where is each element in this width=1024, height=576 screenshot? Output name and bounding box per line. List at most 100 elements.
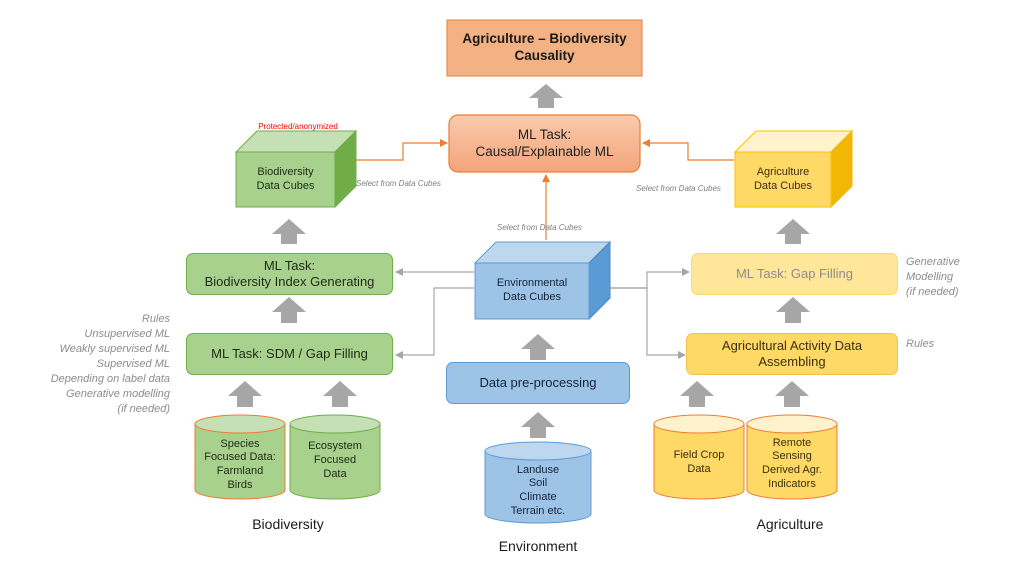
sdm-task-label: ML Task: SDM / Gap Filling [211, 346, 368, 362]
cylinder-species [194, 414, 286, 500]
environment-connectors [395, 268, 690, 359]
connector-env-to-sdm [395, 287, 474, 359]
cylinder-remote-sensing-label: Remote Sensing Derived Agr. Indicators [747, 433, 837, 495]
connector-biodiversity-to-causal [355, 139, 448, 161]
cyl-line: Focused [313, 454, 357, 467]
cylinder-field-crop-label: Field Crop Data [654, 437, 744, 489]
select-label-left: Select from Data Cubes [356, 179, 441, 188]
assembling-line1: Agricultural Activity Data [721, 338, 863, 354]
environmental-cube [473, 240, 612, 321]
assembling-line2: Assembling [758, 354, 826, 369]
environmental-cube-line1: Environmental [496, 277, 568, 290]
cylinder-environment [484, 441, 592, 524]
cyl-line: Landuse [516, 463, 560, 476]
causal-task-label: ML Task: Causal/Explainable ML [449, 115, 640, 172]
right-note-line: Modelling [906, 271, 954, 283]
biodiversity-index-line2: Biodiversity Index Generating [204, 274, 375, 289]
biodiversity-cube-label: Biodiversity Data Cubes [236, 152, 335, 207]
right-note-rules: Rules [906, 338, 935, 350]
up-arrow [529, 84, 563, 108]
cyl-line: Data [323, 467, 347, 480]
left-note: Rules [141, 313, 170, 325]
agriculture-cube-label: Agriculture Data Cubes [735, 152, 831, 207]
agriculture-cube-line1: Agriculture [756, 165, 810, 178]
cylinder-environment-label: Landuse Soil Climate Terrain etc. [485, 461, 591, 521]
causal-task-box [448, 114, 641, 173]
gap-filling-task-label: ML Task: Gap Filling [735, 266, 854, 282]
cyl-line: Species [220, 437, 260, 450]
biodiversity-cube [234, 129, 358, 209]
caption-biodiversity: Biodiversity [252, 516, 324, 532]
environmental-cube-line2: Data Cubes [502, 291, 562, 303]
cyl-line: Terrain etc. [510, 504, 566, 517]
connector-agriculture-to-causal [642, 139, 734, 161]
left-note: Supervised ML [96, 358, 170, 370]
cylinder-ecosystem [289, 414, 381, 500]
cylinder-ecosystem-label: Ecosystem Focused Data [290, 435, 380, 487]
protected-label: Protected/anonymized [258, 122, 338, 131]
select-label-center: Select from Data Cubes [497, 223, 582, 232]
caption-environment: Environment [498, 538, 578, 554]
cyl-line: Ecosystem [308, 440, 362, 453]
caption-agriculture: Agriculture [756, 516, 824, 532]
connector-env-to-assembling [609, 287, 686, 359]
environmental-cube-label: Environmental Data Cubes [475, 263, 589, 319]
connector-env-to-gap [609, 268, 690, 289]
cyl-line: Birds [227, 478, 253, 491]
cyl-line: Derived Agr. [762, 464, 822, 476]
cyl-line: Farmland [216, 465, 264, 477]
left-note: Depending on label data [50, 373, 170, 385]
cylinder-remote-sensing [746, 414, 838, 500]
up-arrow [775, 381, 809, 407]
preprocessing-label: Data pre-processing [479, 375, 597, 391]
right-note-generative: Generative Modelling (if needed) [906, 255, 996, 300]
cyl-line: Focused Data: [204, 451, 276, 464]
top-goal-line1: Agriculture – Biodiversity [462, 31, 627, 47]
select-label-right: Select from Data Cubes [636, 184, 721, 193]
cyl-line: Sensing [772, 450, 812, 463]
left-note: Unsupervised ML [84, 328, 170, 340]
left-note: Weakly supervised ML [59, 343, 170, 355]
top-goal-line2: Causality [514, 48, 575, 63]
causal-task-line1: ML Task: [517, 126, 572, 142]
biodiversity-cube-line2: Data Cubes [256, 179, 315, 192]
up-arrow [228, 381, 262, 407]
left-note: Generative modelling [66, 388, 170, 400]
up-arrow [776, 297, 810, 323]
left-notes: Rules Unsupervised ML Weakly supervised … [20, 312, 170, 417]
up-arrow [272, 297, 306, 323]
up-arrow [776, 219, 810, 244]
agriculture-cube [733, 129, 854, 209]
up-arrow [521, 334, 555, 360]
up-arrow [272, 219, 306, 244]
gap-filling-task-box: ML Task: Gap Filling [691, 253, 898, 295]
agriculture-cube-line2: Data Cubes [753, 179, 813, 192]
biodiversity-index-task-box: ML Task: Biodiversity Index Generating [186, 253, 393, 295]
cyl-line: Remote [772, 436, 812, 449]
up-arrow [680, 381, 714, 407]
top-goal-box [446, 19, 643, 77]
cyl-line: Field Crop [673, 449, 725, 462]
cyl-line: Soil [528, 477, 548, 490]
right-note-line: Generative [906, 256, 960, 268]
flow-arrows [228, 84, 810, 438]
biodiversity-cube-line1: Biodiversity [257, 165, 314, 178]
biodiversity-index-line1: ML Task: [263, 258, 316, 274]
sdm-task-box: ML Task: SDM / Gap Filling [186, 333, 393, 375]
right-note-line: (if needed) [906, 286, 959, 298]
select-connectors [355, 139, 734, 240]
up-arrow [323, 381, 357, 407]
cyl-line: Indicators [768, 477, 816, 490]
preprocessing-box: Data pre-processing [446, 362, 630, 404]
causal-task-line2: Causal/Explainable ML [475, 143, 614, 159]
up-arrow [521, 412, 555, 438]
cylinder-field-crop [653, 414, 745, 500]
top-goal-label: Agriculture – Biodiversity Causality [447, 20, 642, 76]
cyl-line: Climate [519, 491, 557, 503]
assembling-task-box: Agricultural Activity Data Assembling [686, 333, 898, 375]
cyl-line: Data [687, 463, 711, 475]
cylinder-species-label: Species Focused Data: Farmland Birds [195, 435, 285, 495]
left-note: (if needed) [117, 403, 170, 415]
